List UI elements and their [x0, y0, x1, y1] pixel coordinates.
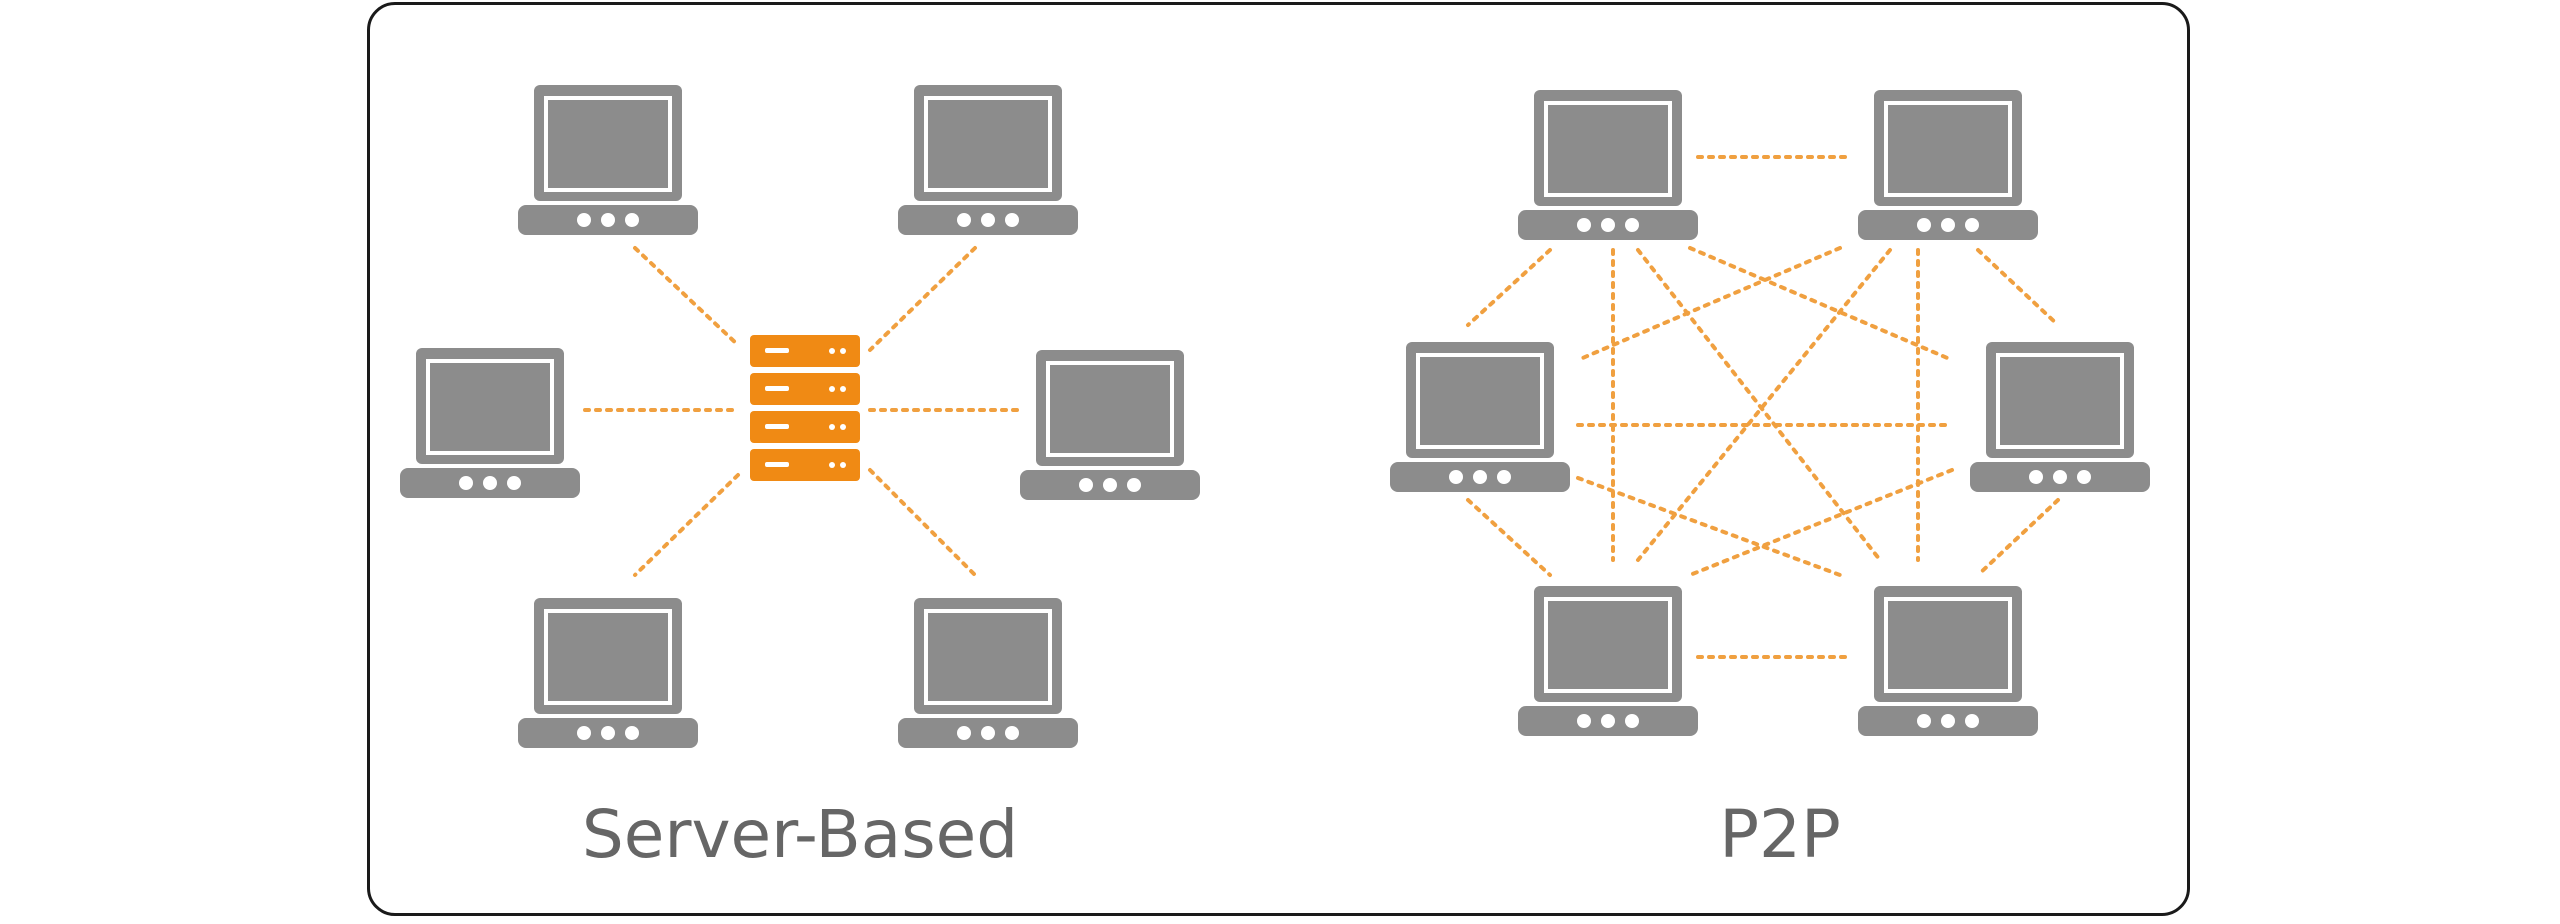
laptop-icon [1518, 586, 1698, 738]
laptop-icon [1390, 342, 1570, 494]
laptop-icon [1020, 350, 1200, 502]
link-server-client-2 [868, 246, 977, 352]
mesh-link [1688, 246, 1954, 362]
mesh-link [1576, 246, 1842, 362]
mesh-link [1576, 476, 1842, 577]
laptop-icon [518, 598, 698, 750]
mesh-link [1636, 248, 1882, 562]
mesh-link [1466, 248, 1552, 327]
mesh-link [1688, 468, 1954, 577]
laptop-icon [1518, 90, 1698, 242]
p2p-connections [1466, 155, 2060, 659]
laptop-icon [1858, 90, 2038, 242]
link-server-client-6 [868, 468, 977, 577]
mesh-link [1466, 498, 1552, 577]
laptop-icon [898, 598, 1078, 750]
server-rack-icon [750, 335, 860, 481]
laptop-icon [400, 348, 580, 500]
laptop-icon [518, 85, 698, 237]
p2p-peers [1390, 90, 2150, 738]
mesh-link [1636, 248, 1892, 562]
server-based-caption: Server-Based [581, 796, 1019, 873]
laptop-icon [1858, 586, 2038, 738]
mesh-link [1976, 498, 2060, 577]
laptop-icon [1970, 342, 2150, 494]
laptop-icon [898, 85, 1078, 237]
p2p-caption: P2P [1719, 796, 1841, 873]
link-server-client-5 [633, 473, 740, 577]
server-connections [583, 246, 1022, 577]
link-server-client-1 [633, 246, 740, 347]
mesh-link [1976, 248, 2060, 327]
